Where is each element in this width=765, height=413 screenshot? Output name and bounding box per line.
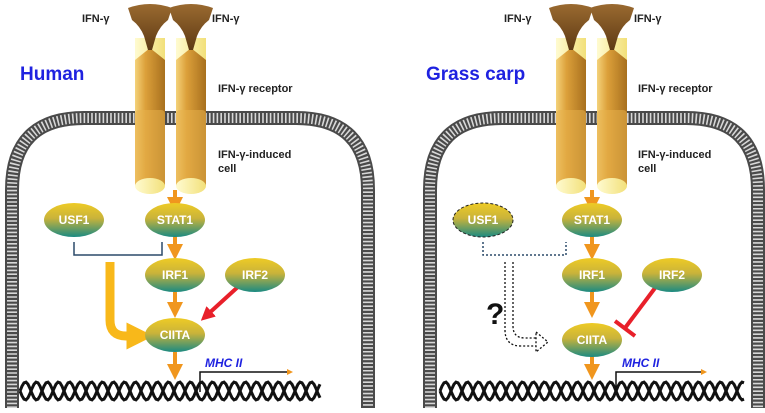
node-ciita-label: CIITA: [577, 333, 608, 347]
cell-label-line2: cell: [218, 163, 236, 175]
ifn-gamma-ligand-right: [590, 4, 634, 50]
ifn-gamma-ligand-left: [128, 4, 172, 50]
ligand-left-label: IFN-γ: [504, 13, 532, 25]
node-irf1-label: IRF1: [162, 268, 188, 282]
receptor-label: IFN-γ receptor: [638, 83, 713, 95]
cell-label-line1: IFN-γ-induced: [218, 149, 291, 161]
dna-strand: [18, 380, 322, 402]
ifn-gamma-ligand-right: [169, 4, 213, 50]
node-irf1-label: IRF1: [579, 268, 605, 282]
cell-membrane: [423, 111, 765, 408]
panel-grass-carp: IFN-γ IFN-γ IFN-γ receptor IFN-γ-induced…: [423, 4, 765, 408]
arrow-icon: [504, 262, 538, 347]
node-usf1-label: USF1: [468, 213, 499, 227]
ifn-gamma-receptor: [556, 38, 627, 194]
node-ciita: CIITA: [145, 318, 205, 352]
unknown-question-mark: ?: [486, 298, 504, 331]
ligand-right-label: IFN-γ: [634, 13, 662, 25]
node-ciita-label: CIITA: [160, 328, 191, 342]
arrow-icon: [200, 283, 242, 321]
arrow-icon: [512, 262, 538, 339]
transcription-start-arrow: [199, 369, 293, 392]
panel-title: Grass carp: [426, 64, 525, 85]
gene-label: MHC II: [622, 356, 660, 370]
node-usf1-label: USF1: [59, 213, 90, 227]
node-stat1-label: STAT1: [574, 213, 611, 227]
node-irf2-label: IRF2: [242, 268, 268, 282]
dna-helix-icon: [438, 380, 745, 402]
node-irf2: IRF2: [225, 258, 285, 292]
dna-helix-icon: [18, 380, 322, 402]
node-usf1: USF1: [452, 202, 514, 238]
ifn-gamma-ligand-left: [549, 4, 593, 50]
ligand-right-label: IFN-γ: [212, 13, 240, 25]
cooperation-bracket: [482, 242, 567, 256]
panel-title: Human: [20, 64, 84, 85]
inhibition-bar-icon: [613, 319, 637, 338]
arrow-icon: [105, 262, 154, 350]
cell-label-line2: cell: [638, 163, 656, 175]
node-stat1: STAT1: [562, 203, 622, 237]
node-ciita: CIITA: [562, 323, 622, 357]
gene-label: MHC II: [205, 356, 243, 370]
inhibition-bar-icon: [623, 286, 657, 330]
ligand-left-label: IFN-γ: [82, 13, 110, 25]
dna-strand: [18, 380, 322, 402]
node-stat1: STAT1: [145, 203, 205, 237]
cell-label-line1: IFN-γ-induced: [638, 149, 711, 161]
cooperation-bracket: [73, 242, 163, 256]
panel-human: IFN-γ IFN-γ IFN-γ receptor IFN-γ-induced…: [5, 4, 375, 408]
transcription-start-arrow: [615, 369, 707, 392]
node-irf1: IRF1: [562, 258, 622, 292]
dna-strand: [438, 380, 745, 402]
arrow-icon: [535, 330, 550, 354]
node-stat1-label: STAT1: [157, 213, 194, 227]
node-usf1: USF1: [44, 203, 104, 237]
node-irf2: IRF2: [642, 258, 702, 292]
node-irf2-label: IRF2: [659, 268, 685, 282]
receptor-label: IFN-γ receptor: [218, 83, 293, 95]
node-irf1: IRF1: [145, 258, 205, 292]
ifn-gamma-receptor: [135, 38, 206, 194]
